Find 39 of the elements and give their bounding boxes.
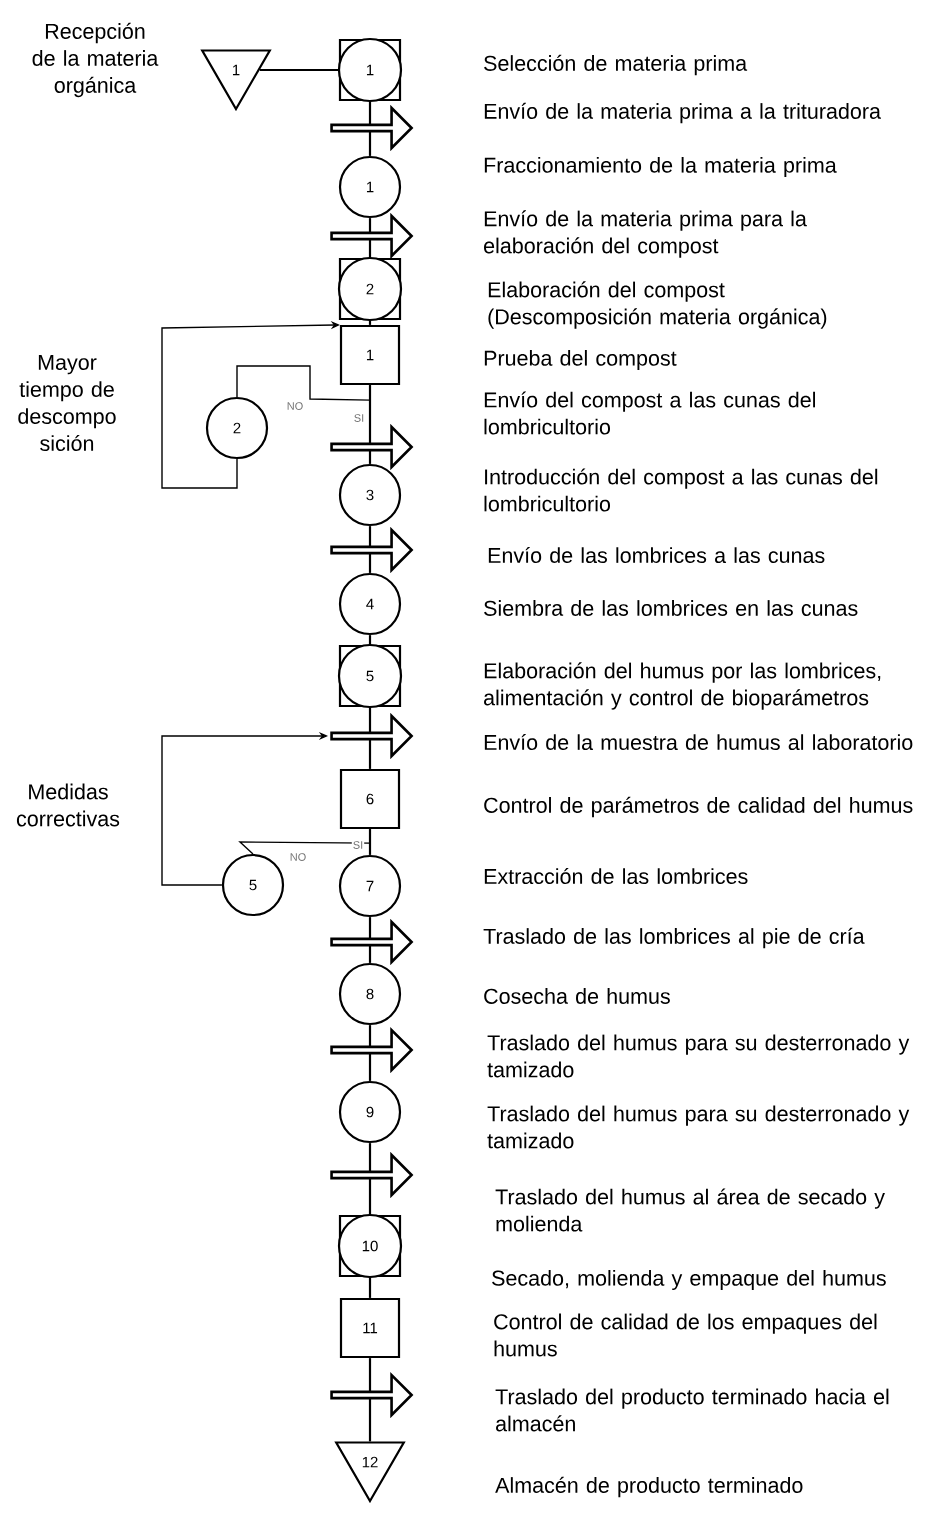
connector-line xyxy=(368,320,372,325)
connector-line xyxy=(368,829,372,855)
step-description: Cosecha de humus xyxy=(484,988,670,1004)
step-description: Prueba del compost xyxy=(484,350,677,371)
step-description: Extracción de las lombrices xyxy=(484,868,748,885)
step-description: Almacén de producto terminado xyxy=(495,1476,803,1498)
side-note: Mayor tiempo de descompo sición xyxy=(18,355,116,451)
step-description: Envío de la muestra de humus al laboratorio xyxy=(484,734,913,751)
step-description: Envío del compost a las cunas del lombricultorio xyxy=(484,391,815,435)
edge-label: NO xyxy=(288,852,308,862)
connector-line xyxy=(236,365,371,401)
step-description: Traslado del humus al área de secado y molienda xyxy=(495,1188,885,1232)
inspection-square: 6 xyxy=(339,768,401,830)
step-description: Traslado del producto terminado hacia el almacén xyxy=(495,1388,889,1432)
step-description: Fraccionamiento de la materia prima xyxy=(484,157,837,178)
inspection-square: 1 xyxy=(339,324,401,386)
inspection-square: 11 xyxy=(339,1297,401,1359)
step-description: Selección de materia prima xyxy=(484,54,748,76)
step-description: Envío de la materia prima a la trituradora xyxy=(484,102,881,124)
connector-line xyxy=(368,635,372,645)
step-description: Envío de la materia prima para la elaboración del compost xyxy=(484,210,807,258)
edge-label: NO xyxy=(285,401,305,411)
step-description: Secado, molienda y empaque del humus xyxy=(492,1270,886,1291)
side-note: Medidas correctivas xyxy=(16,783,120,827)
step-description: Envío de las lombrices a las cunas xyxy=(488,547,825,564)
edge-label: SI xyxy=(352,413,366,423)
connector-line xyxy=(368,1277,372,1298)
edge-label: SI xyxy=(351,840,365,850)
connector-line xyxy=(259,68,339,72)
step-description: Traslado del humus para su desterronado y tamizado xyxy=(487,1034,910,1078)
step-description: Elaboración del compost (Descomposición materia orgánica) xyxy=(488,281,827,329)
step-description: Control de calidad de los empaques del humus xyxy=(494,1313,877,1357)
step-description: Traslado del humus para su desterronado y tamizado xyxy=(487,1105,910,1149)
step-description: Traslado de las lombrices al pie de cría xyxy=(483,927,865,949)
step-description: Control de parámetros de calidad del humus xyxy=(484,796,913,818)
side-note: Recepción de la materia orgánica xyxy=(32,22,159,98)
step-description: Elaboración del humus por las lombrices, alimentación y control de bioparámetros xyxy=(484,662,881,710)
step-description: Introducción del compost a las cunas del lombricultorio xyxy=(484,468,878,512)
step-description: Siembra de las lombrices en las cunas xyxy=(484,600,858,616)
